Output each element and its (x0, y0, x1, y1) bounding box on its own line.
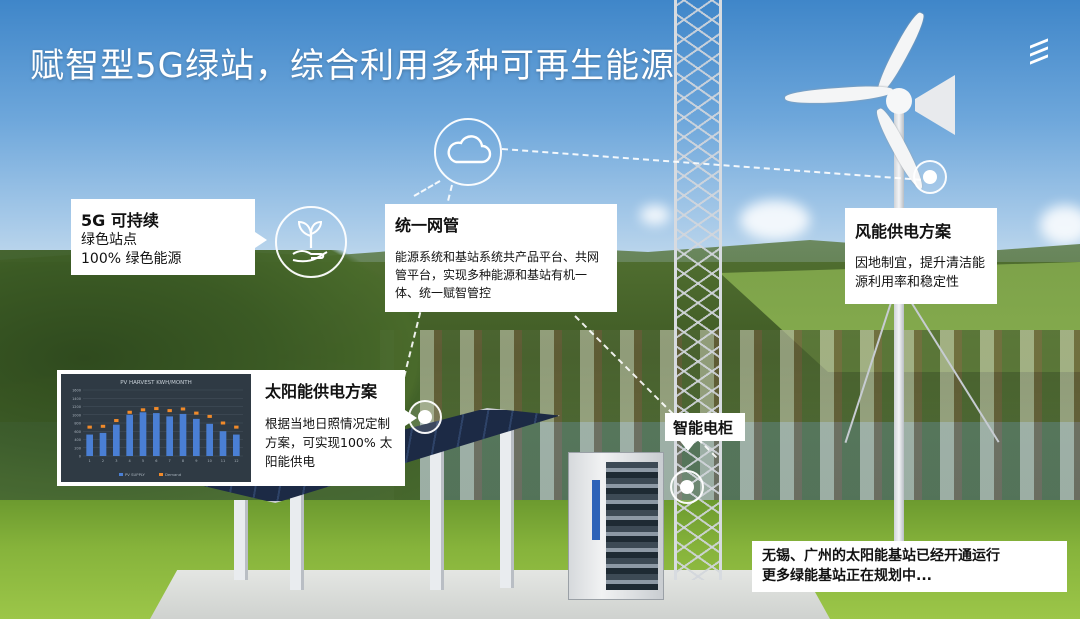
x-tick-label: 5 (142, 459, 144, 463)
card-body: 能源系统和基站系统共产品平台、共网管平台，实现多种能源和基站有机一体、统一赋智管… (395, 250, 600, 300)
card-heading: 统一网管 (395, 216, 460, 235)
card-heading: 太阳能供电方案 (265, 382, 378, 401)
legend-label: PV SUPPLY (125, 472, 145, 477)
card-5g-sustainable: 5G 可持续 绿色站点 100% 绿色能源 (71, 199, 255, 275)
chart-marker (100, 424, 106, 428)
card-pointer (680, 441, 696, 451)
chart-bar (139, 412, 147, 456)
chart-bar (233, 434, 240, 456)
chart-marker (127, 410, 132, 414)
x-tick-label: 7 (169, 459, 171, 463)
chart-area: PV HARVEST KWH/MONTH 0 200 400 600 800 1000 120… (61, 374, 251, 482)
y-tick-label: 0 (79, 455, 81, 459)
chart-bar (99, 432, 107, 456)
plant-in-hand-icon (292, 220, 328, 263)
solar-post (290, 490, 304, 590)
chart-bar (113, 424, 120, 456)
ericsson-logo-icon (1030, 38, 1048, 65)
card-pointer (255, 232, 267, 248)
card-solar-power: 太阳能供电方案 根据当地日照情况定制方案，可实现100% 太阳能供电 (255, 370, 405, 486)
y-tick-label: 800 (74, 422, 81, 426)
notice-line: 更多绿能基站正在规划中... (762, 568, 932, 584)
chart-marker (114, 419, 119, 423)
chart-title: PV HARVEST KWH/MONTH (120, 380, 192, 386)
chart-bar (206, 423, 213, 456)
chart-marker (234, 425, 239, 429)
y-tick-label: 1000 (72, 413, 81, 417)
x-tick-label: 4 (129, 459, 132, 463)
page-title: 赋智型5G绿站，综合利用多种可再生能源 (30, 46, 675, 86)
card-pointer (405, 410, 417, 426)
x-tick-label: 8 (182, 459, 184, 463)
chart-bar (86, 434, 93, 456)
cloud-icon-circle (434, 118, 502, 186)
cloud (1040, 205, 1080, 245)
cloud (740, 200, 810, 240)
y-tick-label: 1200 (72, 405, 81, 409)
legend-swatch (159, 473, 163, 476)
x-tick-label: 6 (155, 459, 157, 463)
card-line: 绿色站点 (81, 232, 137, 248)
x-tick-label: 11 (221, 459, 225, 463)
chart-bar (193, 418, 200, 456)
cabinet-stripe (592, 480, 600, 540)
chart-bar (166, 416, 173, 456)
node-marker-cabinet[interactable] (670, 470, 704, 504)
y-tick-label: 200 (74, 446, 81, 450)
legend-swatch (119, 473, 123, 476)
node-marker-wind[interactable] (913, 160, 947, 194)
plant-icon-circle (275, 206, 347, 278)
cloud (640, 205, 670, 225)
x-tick-label: 3 (115, 459, 117, 463)
notice-line: 无锡、广州的太阳能基站已经开通运行 (762, 548, 1000, 564)
y-tick-label: 1600 (72, 389, 81, 393)
y-tick-label: 600 (74, 430, 81, 434)
pv-chart-svg: PV HARVEST KWH/MONTH 0 200 400 600 800 1000 120… (72, 380, 243, 477)
card-heading: 智能电柜 (673, 419, 734, 437)
chart-marker (220, 421, 226, 425)
solar-post (234, 500, 248, 580)
concrete-pad (150, 570, 830, 619)
turbine-mast (894, 100, 904, 560)
chart-marker (167, 409, 172, 413)
x-tick-label: 1 (89, 459, 91, 463)
cloud-icon (447, 135, 492, 164)
solar-post (430, 450, 444, 590)
x-tick-label: 9 (195, 459, 197, 463)
card-smart-cabinet: 智能电柜 (665, 413, 745, 441)
turbine-hub (886, 88, 912, 114)
legend-label: Demand (165, 472, 182, 477)
y-tick-label: 1400 (72, 397, 81, 401)
y-tick-label: 400 (74, 438, 81, 442)
chart-marker (207, 414, 212, 418)
card-line: 100% 绿色能源 (81, 251, 182, 267)
solar-post (500, 428, 514, 588)
x-tick-label: 12 (234, 459, 238, 463)
chart-marker (194, 411, 199, 415)
chart-marker (140, 408, 146, 412)
chart-bar (179, 413, 187, 456)
chart-bar (153, 413, 160, 456)
card-heading: 5G 可持续 (81, 211, 159, 230)
chart-bar (126, 414, 133, 456)
card-body: 因地制宜，提升清洁能源利用率和稳定性 (855, 256, 986, 290)
chart-bar (219, 431, 227, 456)
card-heading: 风能供电方案 (855, 222, 952, 241)
card-unified-network: 统一网管 能源系统和基站系统共产品平台、共网管平台，实现多种能源和基站有机一体、… (385, 204, 617, 312)
card-wind-power: 风能供电方案 因地制宜，提升清洁能源利用率和稳定性 (845, 208, 997, 304)
pv-harvest-chart: PV HARVEST KWH/MONTH 0 200 400 600 800 1000 120… (57, 370, 255, 486)
chart-marker (180, 407, 186, 411)
cabinet-equipment (606, 462, 658, 590)
x-tick-label: 10 (207, 459, 211, 463)
card-body: 根据当地日照情况定制方案，可实现100% 太阳能供电 (265, 416, 393, 469)
chart-marker (87, 425, 92, 429)
chart-marker (154, 407, 159, 411)
x-tick-label: 2 (102, 459, 104, 463)
deployment-notice: 无锡、广州的太阳能基站已经开通运行 更多绿能基站正在规划中... (752, 541, 1067, 592)
